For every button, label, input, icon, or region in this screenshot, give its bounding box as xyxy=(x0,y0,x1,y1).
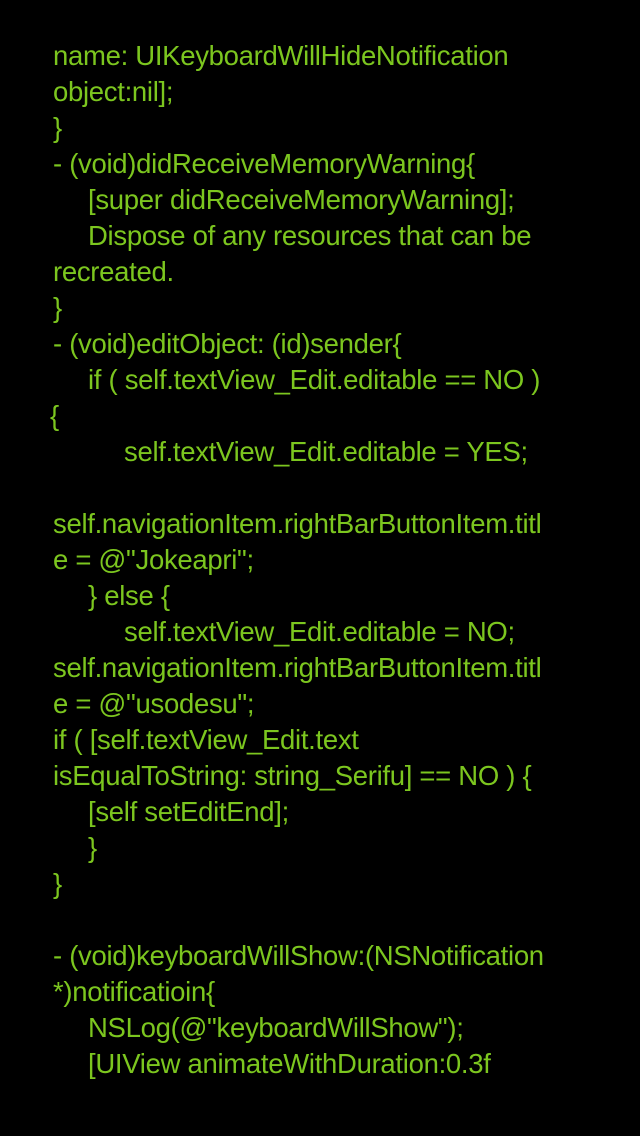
code-line: } else { xyxy=(88,580,170,611)
code-line: NSLog(@"keyboardWillShow"); xyxy=(88,1012,464,1043)
code-line: recreated. xyxy=(53,256,174,287)
code-line xyxy=(0,470,640,506)
code-line: if ( [self.textView_Edit.text xyxy=(53,724,359,755)
code-line: e = @"usodesu"; xyxy=(53,688,255,719)
code-line: self.navigationItem.rightBarButtonItem.t… xyxy=(53,508,542,539)
code-line: self.navigationItem.rightBarButtonItem.t… xyxy=(53,652,542,683)
code-line: } xyxy=(53,868,62,899)
code-line xyxy=(0,902,640,938)
code-line: } xyxy=(53,112,62,143)
code-line: } xyxy=(88,832,97,863)
code-line: isEqualToString: string_Serifu] == NO ) … xyxy=(53,760,532,791)
code-line: { xyxy=(50,400,59,431)
code-line: } xyxy=(53,292,62,323)
code-line: self.textView_Edit.editable = NO; xyxy=(124,616,515,647)
code-line: object:nil]; xyxy=(53,76,174,107)
code-line: e = @"Jokeapri"; xyxy=(53,544,254,575)
code-line: [super didReceiveMemoryWarning]; xyxy=(88,184,515,215)
code-line: name: UIKeyboardWillHideNotification xyxy=(53,40,509,71)
code-line: Dispose of any resources that can be xyxy=(88,220,532,251)
code-line: *)notificatioin{ xyxy=(53,976,215,1007)
code-line: - (void)keyboardWillShow:(NSNotification xyxy=(53,940,544,971)
code-line: - (void)editObject: (id)sender{ xyxy=(53,328,402,359)
code-line: - (void)didReceiveMemoryWarning{ xyxy=(53,148,475,179)
code-line: self.textView_Edit.editable = YES; xyxy=(124,436,528,467)
code-line: if ( self.textView_Edit.editable == NO ) xyxy=(88,364,541,395)
code-line: [UIView animateWithDuration:0.3f xyxy=(88,1048,491,1079)
code-text-view[interactable]: name: UIKeyboardWillHideNotification obje… xyxy=(0,38,640,1136)
code-line: [self setEditEnd]; xyxy=(88,796,289,827)
